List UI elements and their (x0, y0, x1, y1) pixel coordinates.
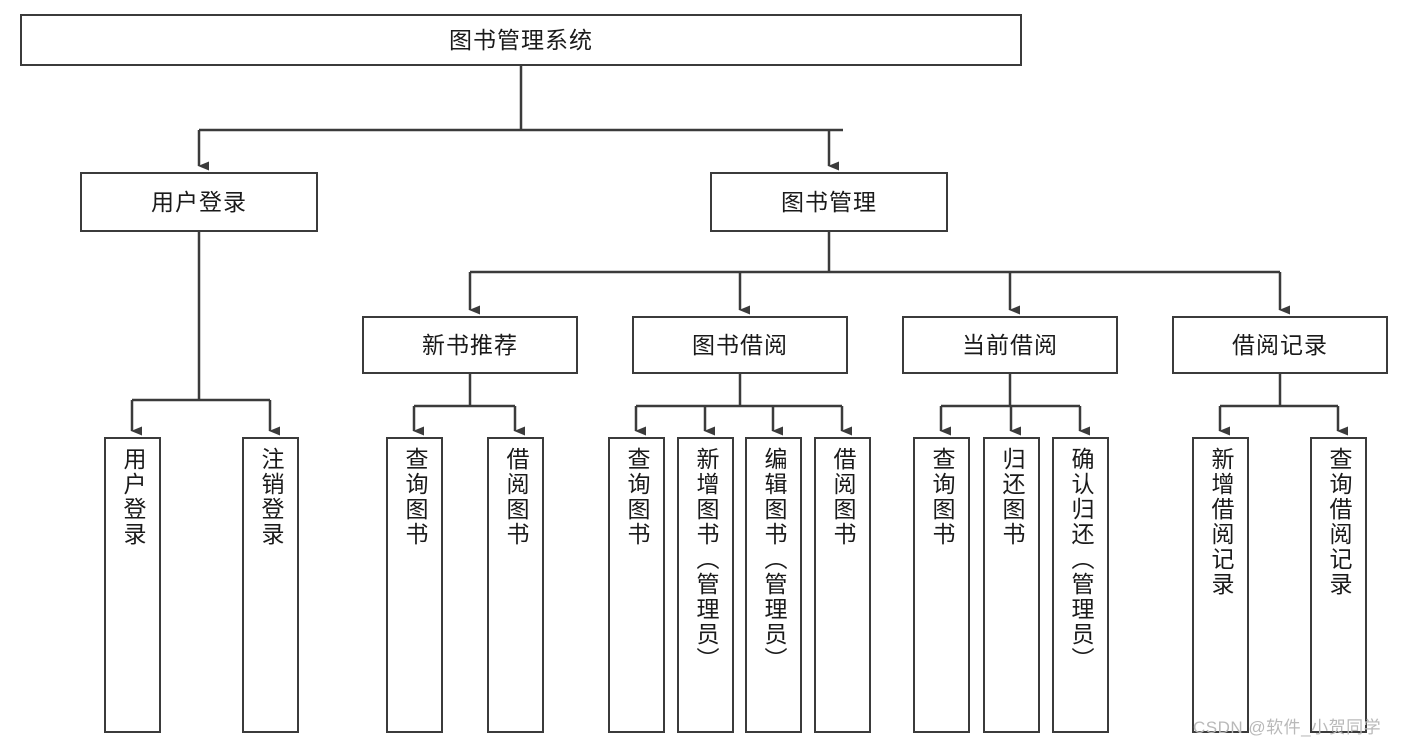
edges (130, 66, 1348, 436)
node-leaf-confirm-return-label: 确认归还（管理员） (1068, 447, 1094, 672)
node-book-borrow[interactable]: 图书借阅 (632, 316, 848, 374)
node-book-borrow-label: 图书借阅 (692, 331, 788, 358)
node-leaf-borrow-book-recommend-label: 借阅图书 (503, 447, 529, 547)
node-leaf-add-book[interactable]: 新增图书（管理员） (677, 437, 734, 733)
node-leaf-query-book-recommend-label: 查询图书 (402, 447, 428, 547)
node-leaf-add-borrow-record-label: 新增借阅记录 (1208, 447, 1234, 597)
node-leaf-query-book-borrow-label: 查询图书 (624, 447, 650, 547)
node-leaf-user-login-label: 用户登录 (120, 447, 146, 547)
node-borrow-record[interactable]: 借阅记录 (1172, 316, 1388, 374)
node-leaf-return-book-label: 归还图书 (999, 447, 1025, 547)
node-leaf-user-logout[interactable]: 注销登录 (242, 437, 299, 733)
node-book-manage[interactable]: 图书管理 (710, 172, 948, 232)
node-leaf-borrow-book-recommend[interactable]: 借阅图书 (487, 437, 544, 733)
node-leaf-add-borrow-record[interactable]: 新增借阅记录 (1192, 437, 1249, 733)
csdn-watermark: CSDN @软件_小贺同学 (1193, 718, 1382, 737)
node-leaf-query-book-current-label: 查询图书 (929, 447, 955, 547)
node-leaf-user-login[interactable]: 用户登录 (104, 437, 161, 733)
node-new-book-recommend[interactable]: 新书推荐 (362, 316, 578, 374)
node-root-label: 图书管理系统 (449, 26, 593, 53)
node-leaf-query-book-current[interactable]: 查询图书 (913, 437, 970, 733)
node-leaf-query-borrow-record[interactable]: 查询借阅记录 (1310, 437, 1367, 733)
node-leaf-borrow-book[interactable]: 借阅图书 (814, 437, 871, 733)
node-leaf-edit-book-label: 编辑图书（管理员） (761, 447, 787, 672)
node-leaf-borrow-book-label: 借阅图书 (830, 447, 856, 547)
node-leaf-query-book-recommend[interactable]: 查询图书 (386, 437, 443, 733)
node-leaf-add-book-label: 新增图书（管理员） (693, 447, 719, 672)
node-leaf-edit-book[interactable]: 编辑图书（管理员） (745, 437, 802, 733)
node-root[interactable]: 图书管理系统 (20, 14, 1022, 66)
node-borrow-record-label: 借阅记录 (1232, 331, 1328, 358)
node-leaf-user-logout-label: 注销登录 (258, 447, 284, 547)
node-user-login-label: 用户登录 (151, 188, 247, 215)
node-current-borrow-label: 当前借阅 (962, 331, 1058, 358)
node-leaf-query-borrow-record-label: 查询借阅记录 (1326, 447, 1352, 597)
node-leaf-return-book[interactable]: 归还图书 (983, 437, 1040, 733)
node-new-book-recommend-label: 新书推荐 (422, 331, 518, 358)
node-user-login[interactable]: 用户登录 (80, 172, 318, 232)
node-leaf-query-book-borrow[interactable]: 查询图书 (608, 437, 665, 733)
node-leaf-confirm-return[interactable]: 确认归还（管理员） (1052, 437, 1109, 733)
node-current-borrow[interactable]: 当前借阅 (902, 316, 1118, 374)
node-book-manage-label: 图书管理 (781, 188, 877, 215)
